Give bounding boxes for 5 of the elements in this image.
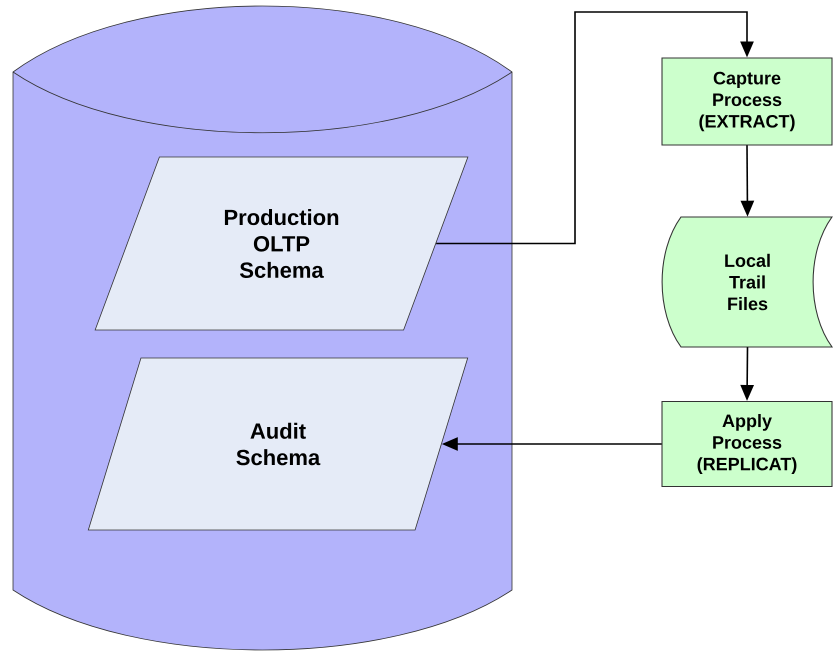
schema-parallelogram: Production OLTP Schema bbox=[94, 156, 468, 330]
arrow bbox=[436, 11, 754, 244]
process-box: Apply Process (REPLICAT) bbox=[661, 400, 833, 488]
process-box: Capture Process (EXTRACT) bbox=[661, 57, 833, 146]
schema-parallelogram: Audit Schema bbox=[88, 358, 468, 530]
